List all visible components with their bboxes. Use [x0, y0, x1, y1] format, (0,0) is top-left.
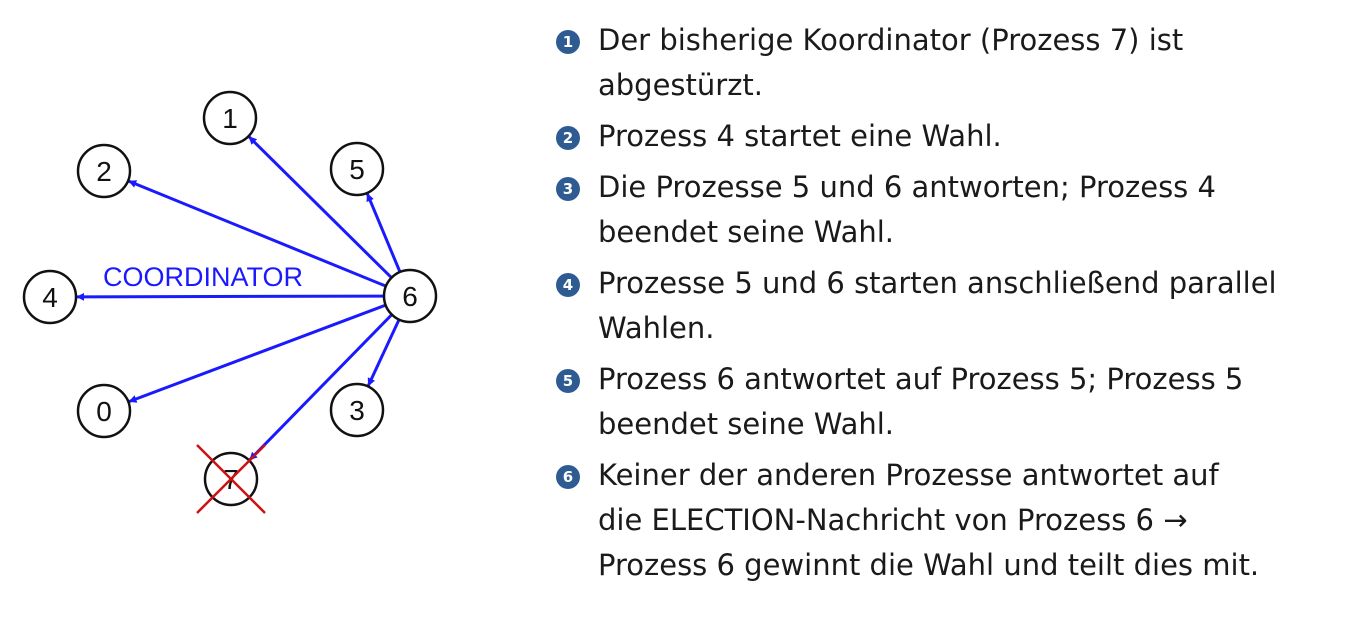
step-item: 1 Der bisherige Koordinator (Prozess 7) …	[556, 18, 1356, 108]
process-node-2: 2	[76, 143, 132, 199]
step-number-badge: 4	[556, 273, 580, 297]
step-text: Die Prozesse 5 und 6 antworten; Prozess …	[598, 170, 1216, 249]
process-node-4: 4	[22, 269, 78, 325]
step-text: Keiner der anderen Prozesse antwortet au…	[598, 458, 1260, 582]
step-number-badge: 5	[556, 369, 580, 393]
arrow-6-to-7	[248, 313, 393, 461]
node-circle	[382, 268, 438, 324]
step-item: 6 Keiner der anderen Prozesse antwortet …	[556, 453, 1356, 588]
process-node-1: 1	[202, 90, 258, 146]
step-item: 4 Prozesse 5 und 6 starten anschließend …	[556, 261, 1356, 351]
nodes-layer: 1 2 5 4 6 0 3 7	[22, 90, 438, 514]
node-circle	[22, 269, 78, 325]
arrow-6-to-2	[128, 179, 387, 288]
node-circle	[76, 143, 132, 199]
node-circle	[329, 382, 385, 438]
step-number-badge: 1	[556, 30, 580, 54]
node-label: 1	[222, 103, 238, 134]
steps-list: 1 Der bisherige Koordinator (Prozess 7) …	[556, 18, 1356, 594]
arrow-6-to-4	[76, 292, 385, 301]
step-text: Prozess 4 startet eine Wahl.	[598, 119, 1002, 153]
step-item: 2 Prozess 4 startet eine Wahl.	[556, 114, 1356, 159]
arrow-6-to-3	[367, 318, 401, 387]
step-item: 5 Prozess 6 antwortet auf Prozess 5; Pro…	[556, 357, 1356, 447]
arrow-6-to-5	[366, 193, 402, 273]
node-label: 3	[349, 395, 365, 426]
step-text: Prozesse 5 und 6 starten anschließend pa…	[598, 266, 1277, 345]
node-circle	[76, 383, 132, 439]
process-node-3: 3	[329, 382, 385, 438]
election-diagram: 1 2 5 4 6 0 3 7 COORDINATOR	[22, 90, 438, 514]
process-node-5: 5	[329, 141, 385, 197]
arrow-6-to-0	[128, 303, 387, 403]
process-node-7: 7	[196, 444, 266, 514]
node-label: 2	[96, 156, 112, 187]
node-circle	[329, 141, 385, 197]
crashed-cross-mark	[196, 444, 266, 514]
step-number-badge: 2	[556, 126, 580, 150]
step-text: Prozess 6 antwortet auf Prozess 5; Proze…	[598, 362, 1244, 441]
node-circle	[202, 90, 258, 146]
node-label: 6	[402, 281, 418, 312]
step-number-badge: 3	[556, 177, 580, 201]
node-label: 4	[42, 282, 58, 313]
step-item: 3 Die Prozesse 5 und 6 antworten; Prozes…	[556, 165, 1356, 255]
arrow-6-to-1	[248, 135, 393, 279]
process-node-6: 6	[382, 268, 438, 324]
node-label: 5	[349, 154, 365, 185]
step-text: Der bisherige Koordinator (Prozess 7) is…	[598, 23, 1184, 102]
process-node-0: 0	[76, 383, 132, 439]
coordinator-label: COORDINATOR	[103, 262, 303, 292]
node-label: 0	[96, 396, 112, 427]
step-number-badge: 6	[556, 465, 580, 489]
arrows-layer	[76, 135, 402, 461]
